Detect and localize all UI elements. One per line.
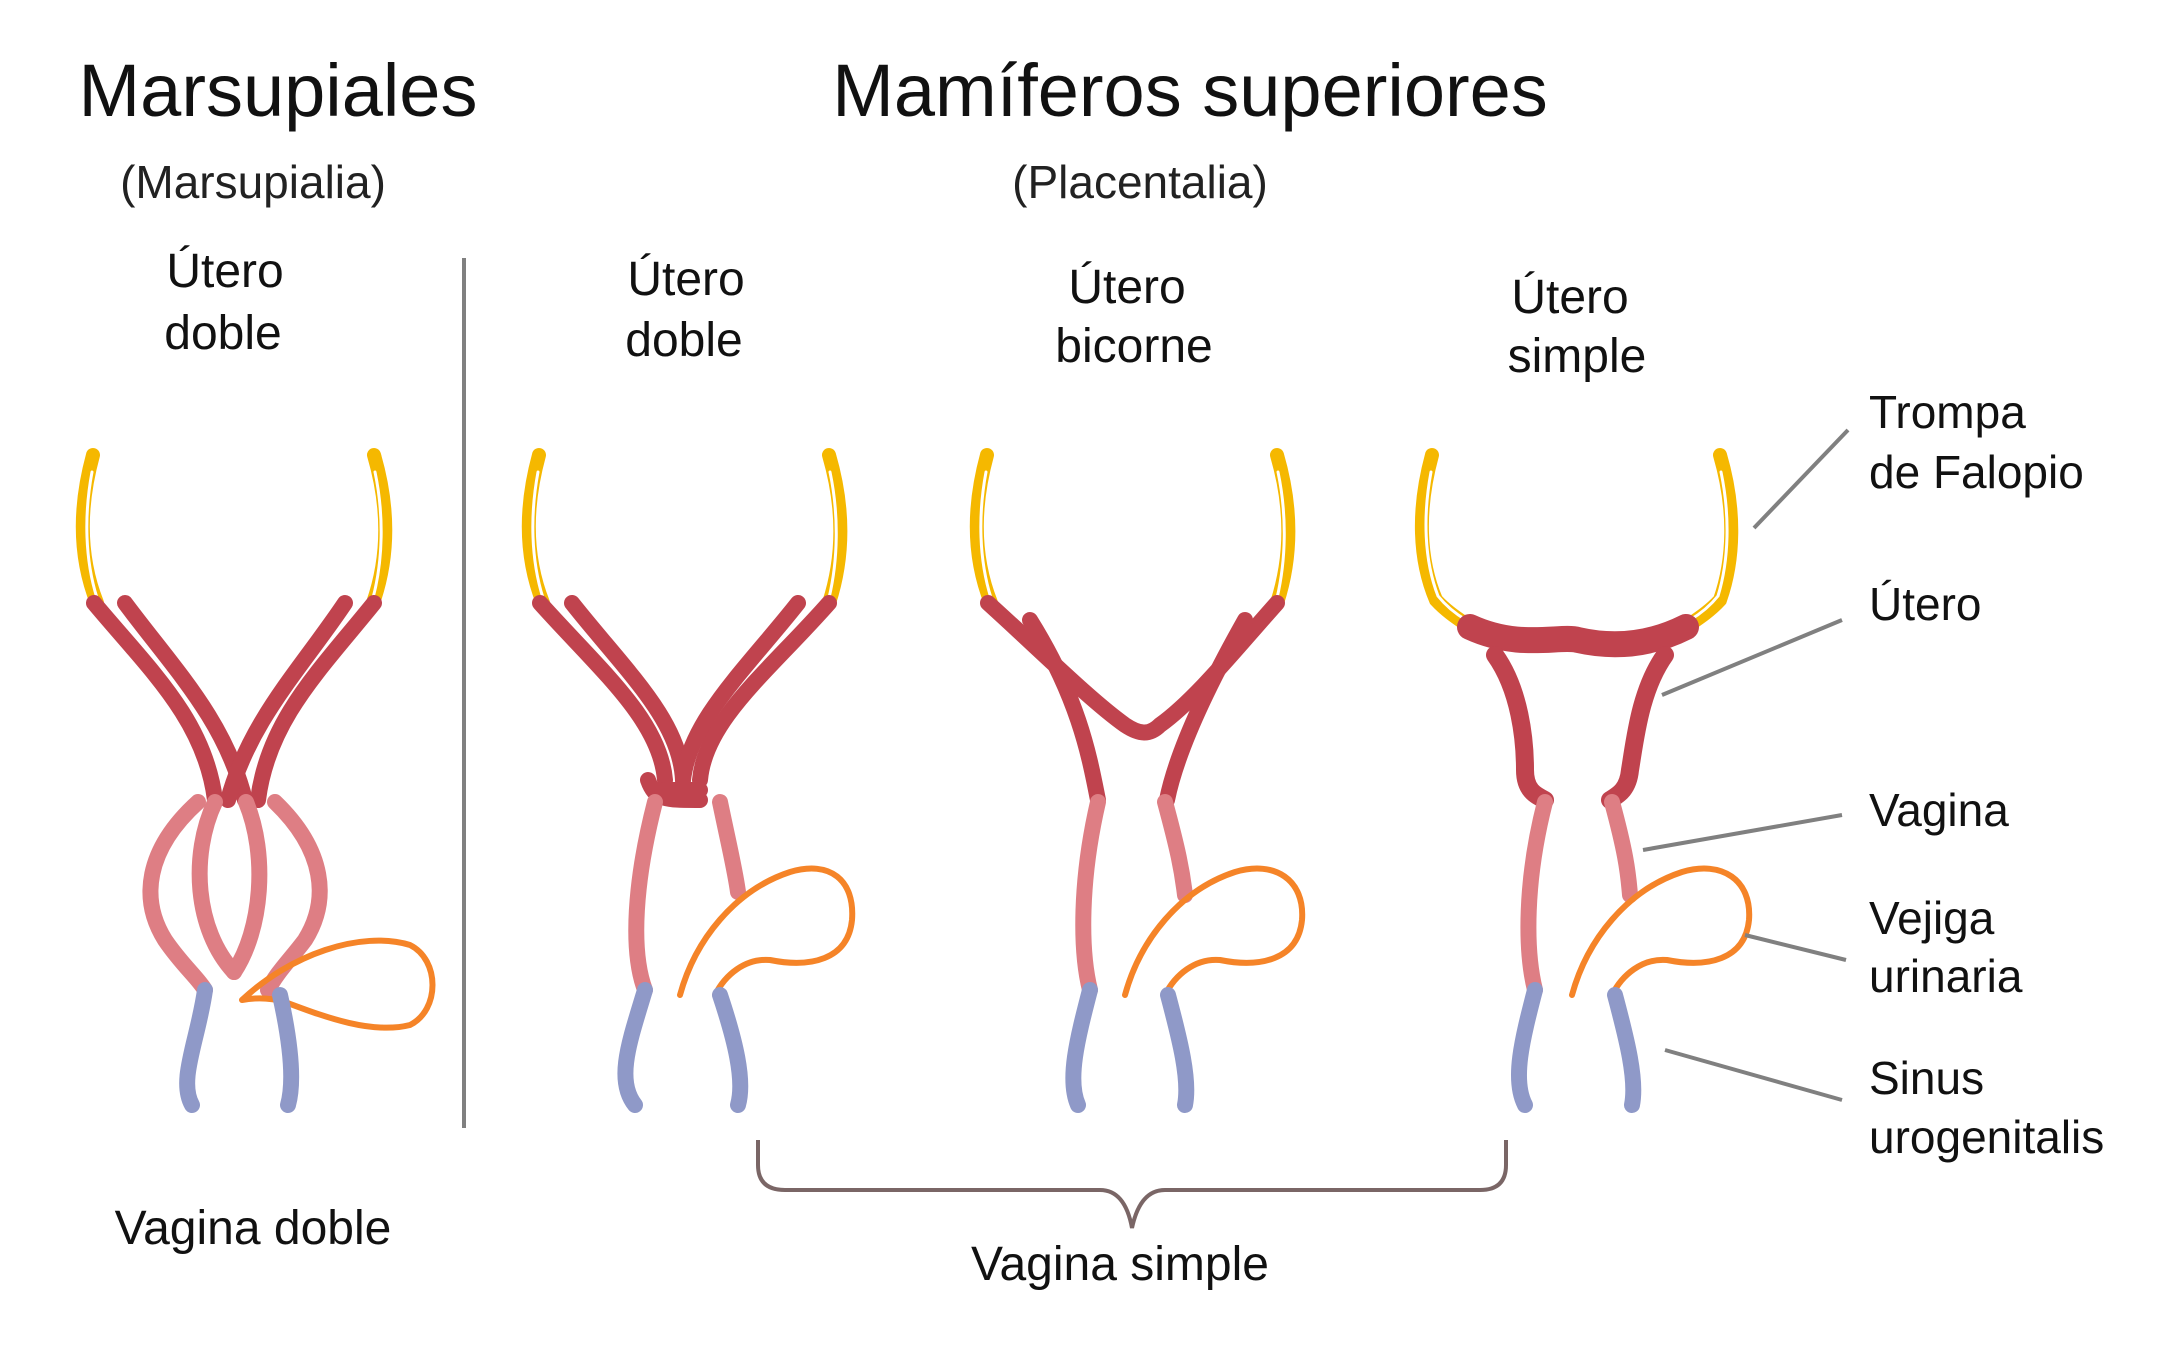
- fallopian-tube: [969, 448, 1296, 610]
- type-label-line2: doble: [625, 314, 742, 367]
- footer-double-vagina: Vagina doble: [115, 1202, 392, 1255]
- urinary-bladder: [677, 865, 856, 998]
- fallopian-tube: [1414, 448, 1739, 634]
- heading-placentales: Mamíferos superiores: [832, 49, 1548, 132]
- type-label-marsupial: Útero doble: [164, 244, 283, 360]
- legend-label: Vejiga: [1869, 892, 1995, 944]
- legend-label: Útero: [1869, 578, 1981, 630]
- type-label-line1: Útero: [627, 252, 744, 306]
- vagina: [1520, 794, 1638, 998]
- diagram-double-uterus: [521, 448, 856, 1113]
- diagram-marsupial: [75, 448, 436, 1113]
- type-label-bicornuate: Útero bicorne: [1055, 260, 1212, 373]
- sinus-urogenitalis: [1065, 982, 1195, 1113]
- type-label-line2: doble: [164, 307, 281, 360]
- type-label-line1: Útero: [1511, 270, 1628, 324]
- type-label-line1: Útero: [1068, 260, 1185, 314]
- type-label-line2: bicorne: [1055, 320, 1212, 373]
- fallopian-tube-highlight: [1424, 470, 1729, 622]
- urinary-bladder: [1569, 865, 1753, 998]
- legend-label: de Falopio: [1869, 446, 2084, 498]
- legend-label: Trompa: [1869, 386, 2026, 438]
- legend-sinus-urogenitalis: Sinus urogenitalis: [1869, 1052, 2104, 1163]
- heading-marsupiales: Marsupiales: [79, 49, 478, 132]
- legend-label: urogenitalis: [1869, 1111, 2104, 1163]
- heading-marsupiales-sub: (Marsupialia): [120, 156, 386, 208]
- uterus: [1457, 614, 1699, 809]
- fallopian-tube-highlight: [85, 470, 383, 600]
- type-label-double: Útero doble: [625, 252, 744, 367]
- sinus-urogenitalis: [1510, 982, 1642, 1113]
- diagram-simple-uterus: [1414, 448, 1753, 1113]
- footer-single-vagina: Vagina simple: [971, 1238, 1269, 1291]
- legend-leader-lines: [1642, 428, 1850, 1102]
- type-label-line2: simple: [1508, 330, 1647, 383]
- fallopian-tube-highlight: [531, 470, 838, 600]
- legend-fallopian-tube: Trompa de Falopio: [1869, 386, 2084, 498]
- single-vagina-brace: [756, 1140, 1508, 1229]
- type-label-line1: Útero: [166, 244, 283, 298]
- legend-label: urinaria: [1869, 950, 2023, 1002]
- diagram-bicornuate-uterus: [969, 448, 1306, 1113]
- heading-placentales-sub: (Placentalia): [1012, 156, 1268, 208]
- sinus-urogenitalis: [617, 982, 749, 1113]
- legend-vagina: Vagina: [1869, 784, 2009, 836]
- uterus: [86, 595, 382, 808]
- uterus: [532, 595, 837, 808]
- fallopian-tube: [75, 448, 393, 610]
- legend-label: Sinus: [1869, 1052, 1984, 1104]
- uterus: [980, 595, 1285, 808]
- fallopian-tube-highlight: [979, 470, 1286, 600]
- legend-urinary-bladder: Vejiga urinaria: [1869, 892, 2023, 1002]
- legend-label: Vagina: [1869, 784, 2009, 836]
- sinus-urogenitalis: [179, 982, 300, 1113]
- legend-uterus: Útero: [1869, 578, 1981, 630]
- urinary-bladder: [1122, 865, 1306, 998]
- type-label-simple: Útero simple: [1508, 270, 1647, 383]
- vagina: [1075, 794, 1193, 998]
- vagina: [628, 794, 746, 998]
- fallopian-tube: [521, 448, 848, 610]
